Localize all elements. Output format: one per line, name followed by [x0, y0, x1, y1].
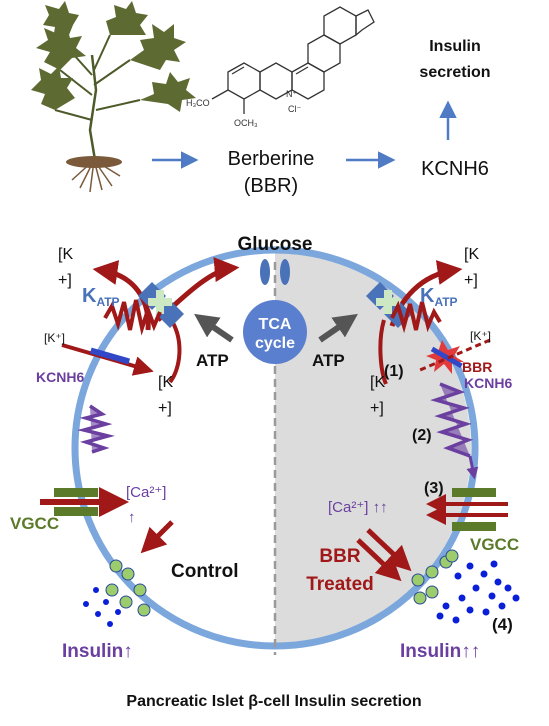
condition-treated: Treated: [306, 574, 374, 595]
left-ca-to-insulin-arrow: [140, 520, 174, 554]
figure-caption: Pancreatic Islet β-cell Insulin secretio…: [126, 693, 421, 710]
right-k-small: [K⁺]: [470, 329, 491, 343]
tca-label-line1: TCA: [259, 316, 292, 333]
drug-name: Berberine: [228, 148, 315, 170]
step-3-label: (3): [424, 480, 444, 497]
left-k-in-a: [K: [158, 374, 173, 391]
right-ca-label: [Ca²⁺] ↑↑: [328, 499, 388, 516]
treated-half-background: [275, 252, 471, 644]
plant-illustration: [31, 1, 196, 193]
right-k-in-a: [K: [370, 374, 385, 391]
right-kcnh6-channel: [430, 346, 463, 369]
left-k-inner-curve: [168, 316, 182, 384]
berberine-structure: [211, 6, 375, 114]
right-insulin-dots: [436, 560, 520, 624]
right-k-in-b: +]: [370, 400, 384, 417]
left-atp-label: ATP: [196, 351, 229, 370]
right-insulin-label: Insulin↑↑: [400, 641, 480, 662]
drug-abbr: (BBR): [244, 175, 298, 197]
condition-bbr: BBR: [319, 546, 360, 567]
left-k-efflux-arrow: [92, 260, 151, 331]
condition-control: Control: [171, 561, 239, 582]
outcome-line1: Insulin: [429, 38, 481, 55]
right-insulin-granules: [411, 549, 459, 605]
left-katp-label: KATP: [82, 285, 120, 309]
outcome-line2: secretion: [419, 64, 490, 81]
left-insulin-granules: [105, 559, 151, 617]
right-ca-to-insulin-arrow-2: [356, 538, 402, 582]
methoxy-label-1: H₃CO: [186, 98, 210, 108]
tca-label-line2: cycle: [255, 335, 295, 352]
left-insulin-label: Insulin↑: [62, 641, 133, 662]
left-atp-arrow: [194, 313, 234, 343]
right-k-top-b: +]: [464, 272, 478, 289]
left-insulin-dots: [83, 587, 121, 627]
right-k-top-a: [K: [464, 246, 479, 263]
right-vgcc-label: VGCC: [470, 535, 519, 554]
left-vgcc-channel: [54, 488, 98, 516]
step-1-label: (1): [384, 363, 404, 380]
right-katp-label: KATP: [420, 285, 458, 309]
step-4-label: (4): [492, 615, 513, 634]
left-kcnh6-channel: [89, 347, 131, 365]
bbr-label: BBR: [462, 359, 492, 375]
right-kcnh6-blocked-arrow: [419, 338, 491, 372]
left-k-in-b: +]: [158, 400, 172, 417]
right-atp-label: ATP: [312, 351, 345, 370]
left-ca-arrow: ↑: [128, 509, 136, 526]
right-purple-arrow: [466, 455, 479, 480]
right-kcnh6-label: KCNH6: [464, 375, 512, 391]
target-gene: KCNH6: [421, 158, 489, 180]
left-purple-signal: [77, 404, 115, 454]
methoxy-label-2: OCH₃: [234, 118, 258, 128]
glucose-label: Glucose: [238, 234, 313, 255]
nplus-label: N⁺: [286, 89, 297, 99]
tca-cycle-circle: [243, 300, 307, 364]
left-k-small: [K⁺]: [44, 331, 65, 345]
left-k-top-b: +]: [58, 272, 72, 289]
step-2-label: (2): [412, 427, 432, 444]
left-k-top-a: [K: [58, 246, 73, 263]
right-atp-arrow: [318, 313, 358, 343]
right-katp-zigzag: [390, 300, 442, 334]
chloride-label: Cl⁻: [288, 104, 301, 114]
right-k-inner-curve: [378, 319, 388, 385]
glucose-transporter: [260, 259, 290, 285]
left-kcnh6-label: KCNH6: [36, 369, 84, 385]
right-purple-signal: [430, 382, 474, 458]
left-katp-channel: [138, 282, 184, 328]
right-vgcc-channel: [452, 488, 496, 531]
left-katp-zigzag: [103, 299, 162, 336]
left-ca-label: [Ca²⁺]: [126, 484, 166, 501]
left-vgcc-label: VGCC: [10, 514, 59, 533]
